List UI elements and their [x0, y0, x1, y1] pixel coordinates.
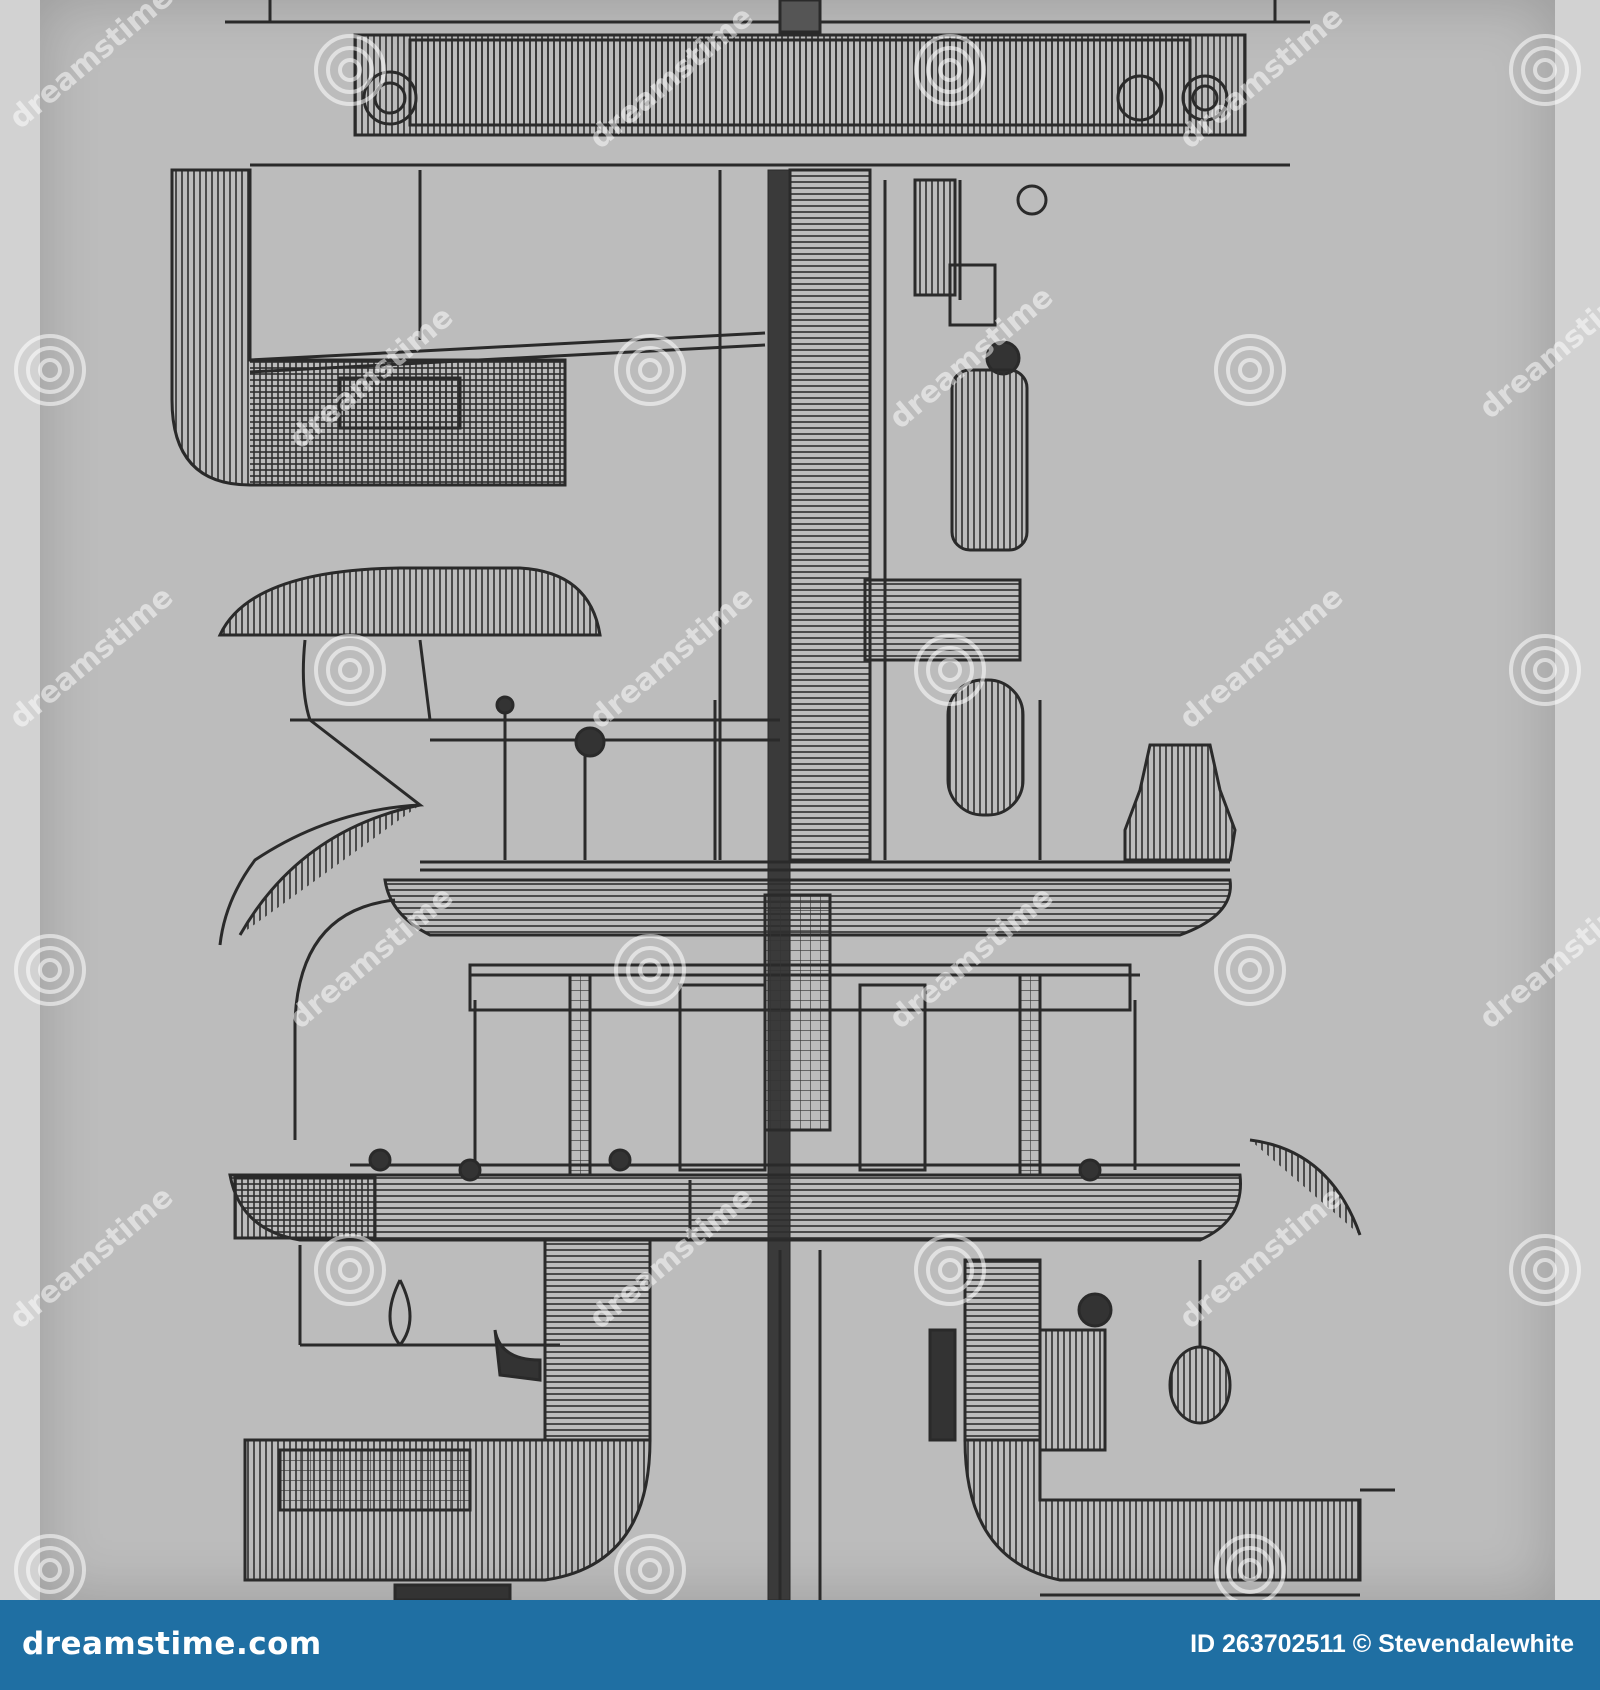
footer-bar: dreamstime.com ID 263702511 © Stevendale…	[0, 1600, 1600, 1690]
image-id-credit: ID 263702511 © Stevendalewhite	[1190, 1630, 1574, 1658]
stock-image: dreamstime dreamstime dreamstime dreamst…	[2, 0, 1600, 1600]
machine-drawing	[170, 0, 1395, 1600]
footer-logo[interactable]: dreamstime.com	[22, 1626, 322, 1662]
